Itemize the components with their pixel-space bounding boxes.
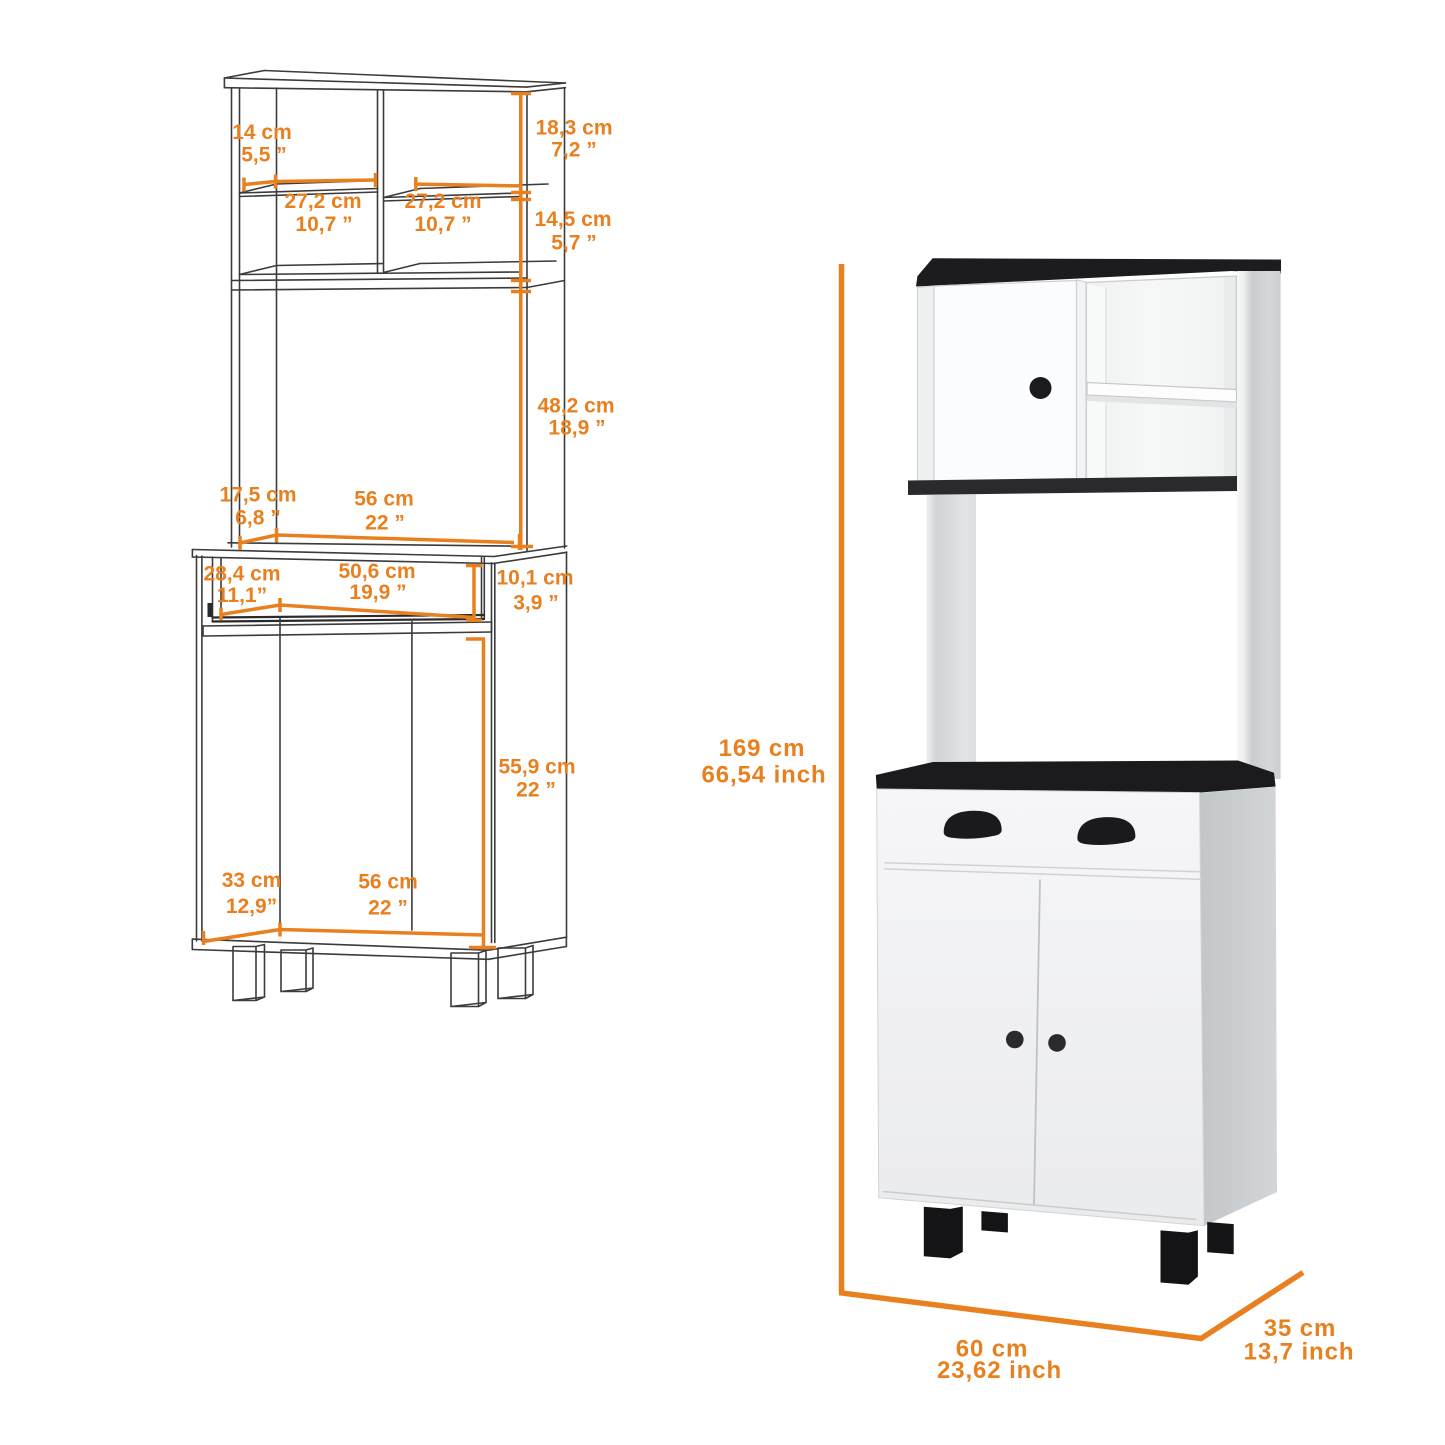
svg-text:22 ”: 22 ” xyxy=(516,779,556,802)
svg-text:35 cm: 35 cm xyxy=(1264,1315,1337,1342)
svg-text:12,9”: 12,9” xyxy=(226,895,277,918)
svg-text:5,5 ”: 5,5 ” xyxy=(241,144,287,167)
svg-text:10,7 ”: 10,7 ” xyxy=(295,213,352,236)
svg-text:169 cm: 169 cm xyxy=(719,735,806,762)
svg-text:5,7 ”: 5,7 ” xyxy=(551,232,597,255)
svg-text:7,2 ”: 7,2 ” xyxy=(551,139,597,162)
svg-text:10,1 cm: 10,1 cm xyxy=(496,567,573,590)
svg-text:56 cm: 56 cm xyxy=(354,488,414,511)
svg-text:27,2 cm: 27,2 cm xyxy=(404,190,481,213)
svg-text:48,2 cm: 48,2 cm xyxy=(537,395,614,418)
svg-text:56 cm: 56 cm xyxy=(358,871,418,894)
svg-text:18,9 ”: 18,9 ” xyxy=(548,417,605,440)
svg-text:14 cm: 14 cm xyxy=(232,121,292,144)
svg-text:19,9 ”: 19,9 ” xyxy=(349,581,406,604)
svg-text:13,7 inch: 13,7 inch xyxy=(1244,1339,1355,1366)
svg-text:60 cm: 60 cm xyxy=(956,1336,1029,1363)
svg-text:14,5 cm: 14,5 cm xyxy=(534,208,611,231)
svg-text:18,3 cm: 18,3 cm xyxy=(535,117,612,140)
svg-text:22 ”: 22 ” xyxy=(365,512,405,535)
svg-text:22 ”: 22 ” xyxy=(368,897,408,920)
svg-text:28,4 cm: 28,4 cm xyxy=(203,563,280,586)
svg-text:50,6 cm: 50,6 cm xyxy=(338,560,415,583)
svg-text:11,1”: 11,1” xyxy=(217,584,267,607)
svg-text:6,8 ”: 6,8 ” xyxy=(235,507,281,530)
svg-text:10,7 ”: 10,7 ” xyxy=(414,213,471,236)
svg-text:33 cm: 33 cm xyxy=(222,869,282,892)
svg-text:23,62 inch: 23,62 inch xyxy=(937,1357,1062,1384)
svg-text:55,9 cm: 55,9 cm xyxy=(498,756,575,779)
svg-text:66,54 inch: 66,54 inch xyxy=(701,762,826,789)
svg-text:17,5 cm: 17,5 cm xyxy=(219,484,296,507)
svg-text:27,2 cm: 27,2 cm xyxy=(284,190,361,213)
svg-text:3,9 ”: 3,9 ” xyxy=(513,592,559,615)
